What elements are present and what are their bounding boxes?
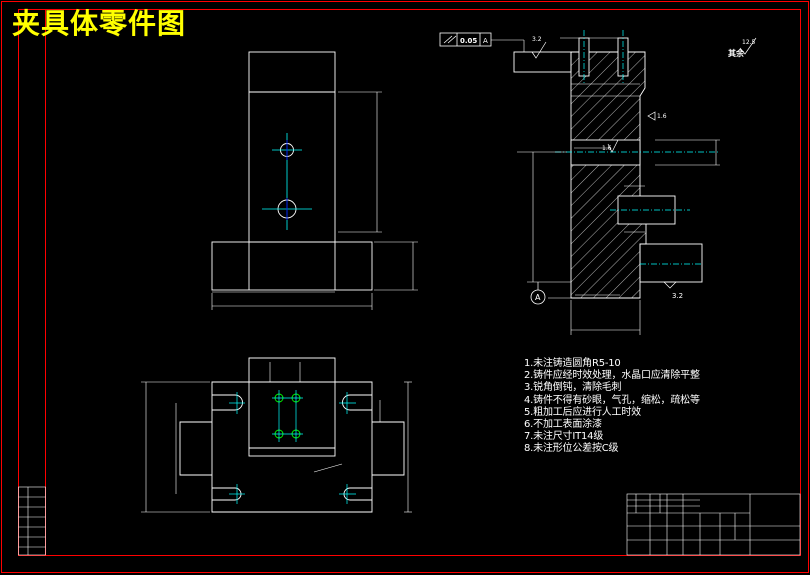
technical-requirements: 1.未注铸造圆角R5-10 2.铸件应经时效处理，水晶口应清除平整 3.锐角倒钝… [524, 358, 700, 456]
surface-bottom-label: 3.2 [672, 292, 683, 300]
note-item: 8.未注形位公差按C级 [524, 443, 619, 455]
surface-right-label: 1.6 [657, 113, 667, 120]
tolerance-value: 0.05 [460, 37, 477, 45]
surface-mid-label: 1.6 [602, 145, 612, 152]
note-item: 7.未注尺寸IT14级 [524, 431, 604, 443]
section-view [439, 30, 757, 335]
surface-corner-label: 12.5 [742, 39, 756, 46]
inner-frame [18, 9, 801, 556]
title-block [626, 493, 801, 556]
top-view [141, 357, 412, 513]
surface-top-label: 3.2 [532, 36, 542, 43]
note-item: 2.铸件应经时效处理，水晶口应清除平整 [524, 370, 700, 382]
left-table [18, 486, 46, 556]
note-item: 4.铸件不得有砂眼，气孔，缩松，疏松等 [524, 394, 700, 406]
front-view [211, 51, 418, 310]
tolerance-datum: A [483, 37, 488, 45]
other-label: 其余 [728, 48, 745, 58]
note-item: 5.粗加工后应进行人工时效 [524, 406, 641, 418]
note-item: 3.锐角倒钝，清除毛刺 [524, 382, 622, 394]
datum-label: A [535, 293, 541, 302]
note-item: 6.不加工表面涂漆 [524, 419, 602, 431]
note-item: 1.未注铸造圆角R5-10 [524, 358, 621, 369]
drawing-title: 夹具体零件图 [12, 7, 187, 40]
